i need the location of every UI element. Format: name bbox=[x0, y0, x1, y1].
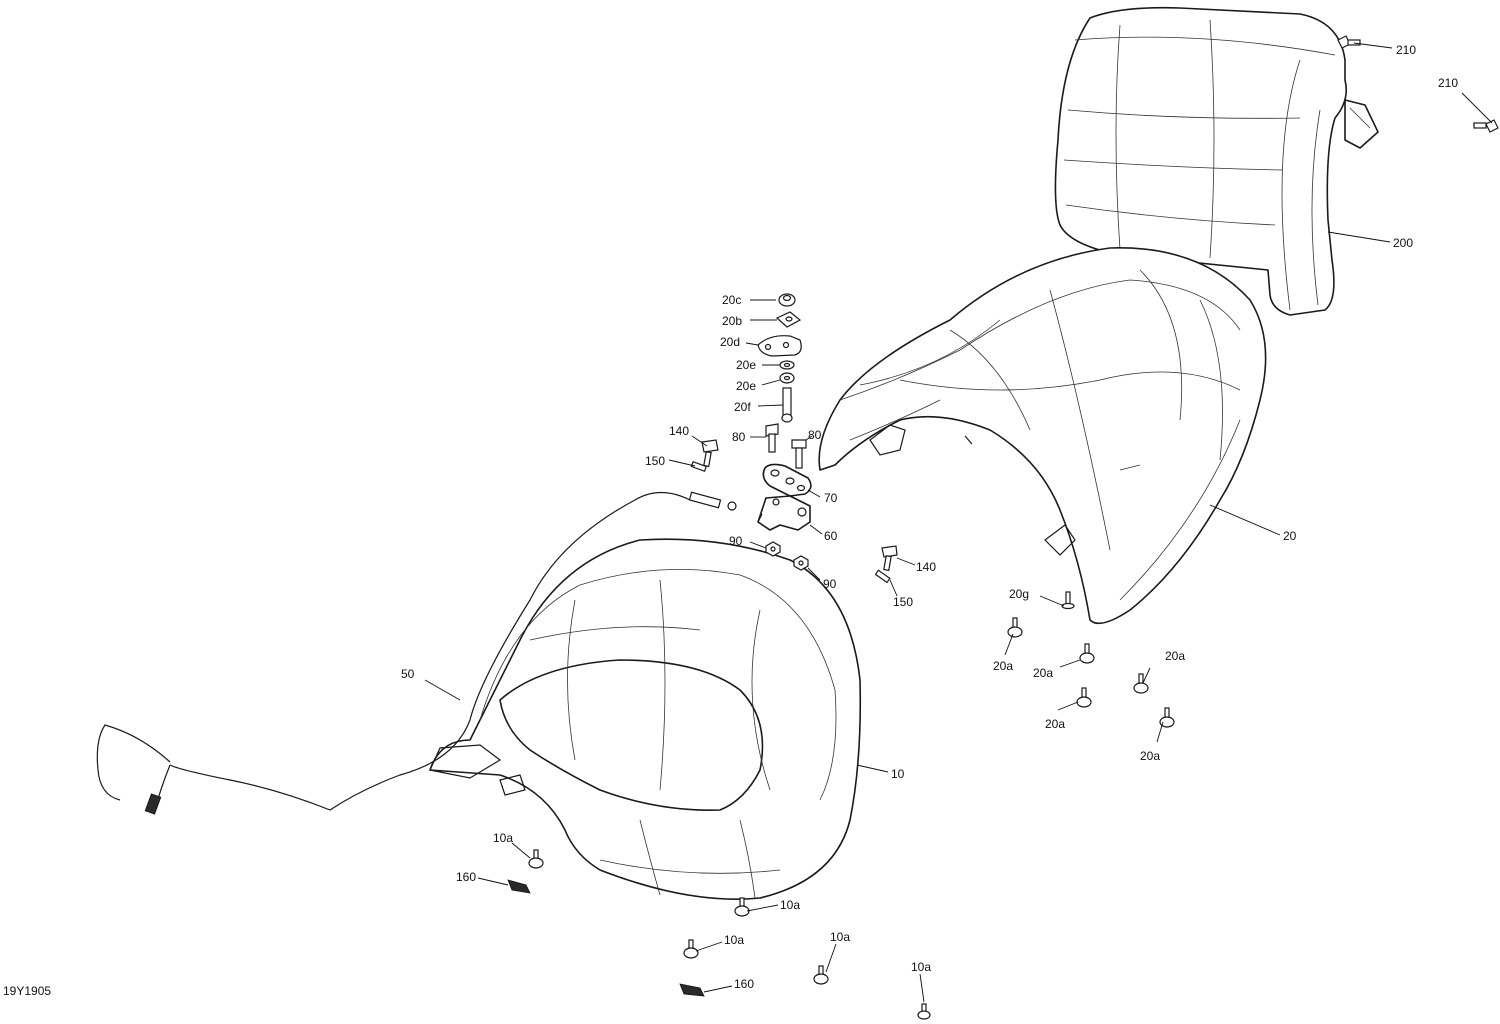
label-20f: 20f bbox=[734, 400, 751, 414]
label-200: 200 bbox=[1393, 236, 1413, 250]
leader-lines bbox=[424, 42, 1493, 1003]
label-150-lower: 150 bbox=[893, 595, 913, 609]
bumper-10a-5 bbox=[917, 1003, 931, 1020]
screw-210-upper bbox=[1337, 35, 1361, 49]
bracket-plate-70 bbox=[762, 463, 812, 497]
pin-150-lower bbox=[874, 569, 891, 584]
stud-20g bbox=[1061, 591, 1075, 610]
nut-90-right bbox=[793, 555, 809, 571]
diagram-code: 19Y1905 bbox=[3, 984, 51, 998]
label-20: 20 bbox=[1283, 529, 1297, 543]
label-80-left: 80 bbox=[732, 430, 746, 444]
label-20a-2: 20a bbox=[1033, 666, 1053, 680]
label-20a-3: 20a bbox=[1165, 649, 1185, 663]
label-20a-1: 20a bbox=[993, 659, 1013, 673]
screw-140-lower bbox=[881, 545, 898, 572]
label-90-right: 90 bbox=[823, 577, 837, 591]
passenger-seat-20 bbox=[818, 247, 1267, 625]
bumper-20a-4 bbox=[1076, 687, 1092, 708]
screw-140-upper bbox=[701, 439, 719, 468]
label-10a-5: 10a bbox=[911, 960, 931, 974]
clip-160-lower bbox=[679, 983, 705, 997]
driver-seat-10 bbox=[429, 538, 862, 900]
label-20d: 20d bbox=[720, 335, 740, 349]
screw-210-lower bbox=[1473, 119, 1499, 133]
label-70: 70 bbox=[824, 491, 838, 505]
bumper-20a-3 bbox=[1133, 673, 1149, 694]
pin-150-upper bbox=[690, 460, 708, 472]
label-140-lower: 140 bbox=[916, 560, 936, 574]
bolt-80-right bbox=[791, 439, 807, 469]
bumper-20a-5 bbox=[1159, 707, 1175, 728]
label-20a-4: 20a bbox=[1045, 717, 1065, 731]
label-20c: 20c bbox=[722, 293, 741, 307]
label-80-right: 80 bbox=[808, 428, 822, 442]
label-160-upper: 160 bbox=[456, 870, 476, 884]
label-20a-5: 20a bbox=[1140, 749, 1160, 763]
label-10: 10 bbox=[891, 767, 905, 781]
label-140-upper: 140 bbox=[669, 424, 689, 438]
label-10a-3: 10a bbox=[724, 933, 744, 947]
bracket-base-60 bbox=[757, 495, 811, 531]
label-10a-2: 10a bbox=[780, 898, 800, 912]
pin-20f bbox=[781, 387, 793, 423]
label-10a-4: 10a bbox=[830, 930, 850, 944]
cable-50 bbox=[96, 491, 737, 815]
label-210-upper: 210 bbox=[1396, 43, 1416, 57]
bumper-10a-4 bbox=[813, 965, 829, 985]
bolt-80-left bbox=[765, 423, 779, 453]
spacer-20b bbox=[775, 311, 802, 328]
callout-labels: 210 210 200 20 20c 20b 20d 20e 20e 20f 8… bbox=[3, 43, 1458, 998]
label-90-left: 90 bbox=[729, 534, 743, 548]
label-50: 50 bbox=[401, 667, 415, 681]
label-20e-upper: 20e bbox=[736, 358, 756, 372]
clip-160-upper bbox=[507, 879, 531, 894]
label-150-upper: 150 bbox=[645, 454, 665, 468]
bumper-20a-1 bbox=[1007, 617, 1023, 638]
label-60: 60 bbox=[824, 529, 838, 543]
label-210-lower: 210 bbox=[1438, 76, 1458, 90]
nut-20c bbox=[778, 293, 796, 307]
bumper-10a-1 bbox=[528, 849, 544, 869]
washer-20e-lower bbox=[779, 372, 795, 384]
label-20g: 20g bbox=[1009, 587, 1029, 601]
washer-20e-upper bbox=[779, 360, 795, 370]
bumper-20a-2 bbox=[1079, 643, 1095, 664]
plate-20d bbox=[757, 335, 802, 357]
label-10a-1: 10a bbox=[493, 831, 513, 845]
backrest-200 bbox=[1054, 6, 1379, 316]
bumper-10a-3 bbox=[683, 939, 699, 959]
nut-90-left bbox=[765, 541, 781, 557]
bumper-10a-2 bbox=[734, 897, 750, 917]
label-20e-lower: 20e bbox=[736, 379, 756, 393]
label-20b: 20b bbox=[722, 314, 742, 328]
label-160-lower: 160 bbox=[734, 977, 754, 991]
